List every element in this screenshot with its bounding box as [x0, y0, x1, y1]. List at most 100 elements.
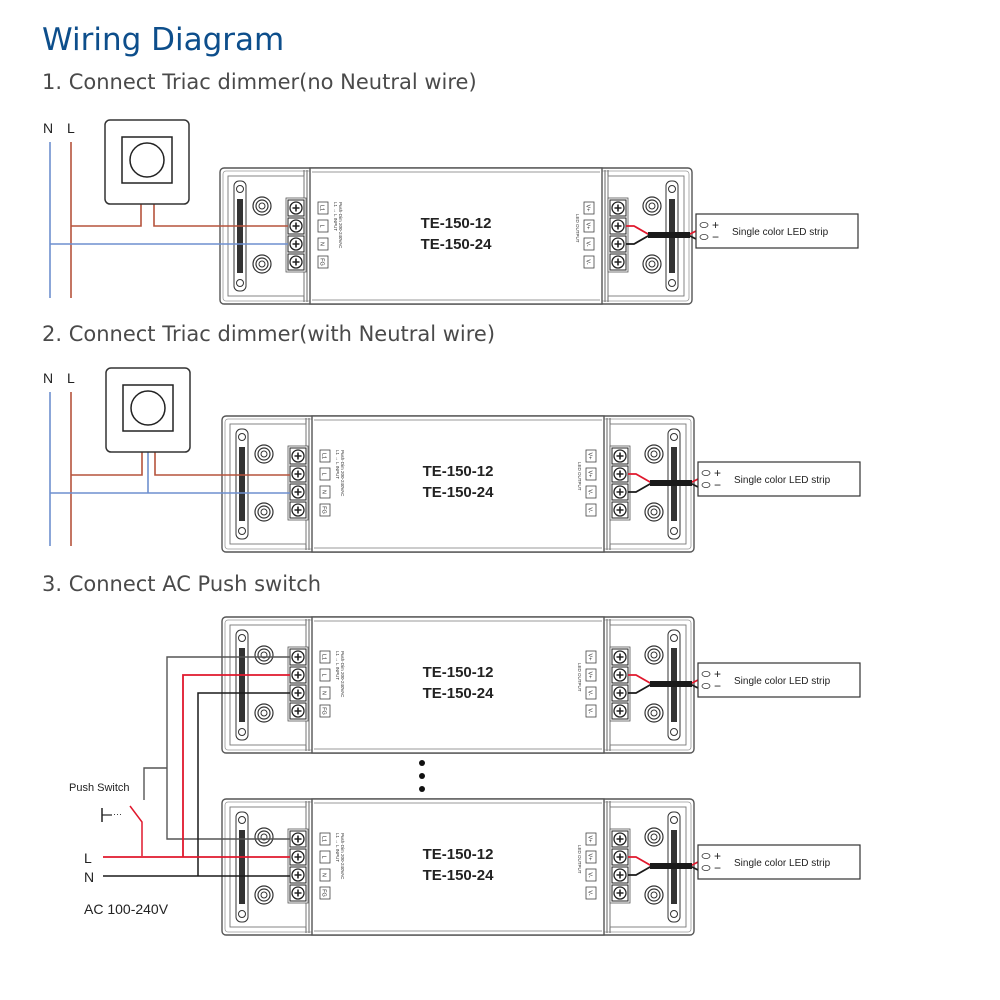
screw-terminal [609, 217, 627, 235]
output-cable-bundle [650, 863, 692, 869]
screw-terminal [289, 684, 307, 702]
driver-body [311, 616, 605, 754]
input-terminal-label: L [321, 673, 327, 676]
output-cable-bundle [650, 681, 692, 687]
screw-terminal [611, 666, 629, 684]
screw-terminal [289, 666, 307, 684]
bolt [644, 645, 664, 665]
input-terminal-label-box [317, 255, 329, 269]
screw-terminal [289, 830, 307, 848]
screw-terminal [611, 465, 629, 483]
output-terminal-label: V+ [587, 854, 593, 861]
triac-dimmer [105, 367, 191, 453]
input-terminal-label-box [319, 485, 331, 499]
screw-terminal [289, 648, 307, 666]
screw-terminal [289, 447, 307, 465]
output-terminal-label-box [583, 237, 595, 251]
input-terminal-label-box [319, 832, 331, 846]
positive-sign: + [712, 218, 719, 232]
positive-sign: + [714, 466, 721, 480]
bolt [252, 254, 272, 274]
input-terminal-label: L1 [321, 654, 327, 660]
negative-sign: − [714, 679, 721, 693]
input-terminal-label-box [319, 503, 331, 517]
led-strip-box [697, 662, 861, 698]
mounting-clip [235, 811, 249, 923]
input-terminal-label-box [319, 467, 331, 481]
model-number: TE-150-24 [423, 867, 495, 884]
output-terminal-label: V+ [587, 672, 593, 679]
bolt [254, 885, 274, 905]
led-strip-label: Single color LED strip [732, 227, 829, 238]
output-cable-bundle [648, 232, 690, 238]
output-terminal-label: V- [587, 507, 593, 512]
output-caption: LED OUTPUT [575, 214, 580, 243]
input-terminal-label: N [321, 691, 327, 695]
neutral-label: N [43, 370, 53, 386]
output-terminal-label: V- [587, 890, 593, 895]
output-terminal-label-box [585, 485, 597, 499]
input-terminal-label-box [319, 650, 331, 664]
screw-terminal [287, 235, 305, 253]
connector-pin [701, 481, 711, 488]
connector-pin [699, 233, 709, 240]
output-terminal-label-box [585, 467, 597, 481]
positive-sign: + [714, 849, 721, 863]
bolt [642, 254, 662, 274]
output-terminal-label: V+ [587, 453, 593, 460]
input-terminal-label: N [319, 242, 325, 246]
screw-terminal [287, 217, 305, 235]
section-1-heading: 1. Connect Triac dimmer(no Neutral wire) [42, 70, 477, 94]
input-caption: L1 → L INPUT [335, 833, 340, 862]
input-terminal-label: FG [319, 258, 325, 266]
output-caption: LED OUTPUT [577, 663, 582, 692]
screw-terminal [611, 483, 629, 501]
output-caption: LED OUTPUT [577, 845, 582, 874]
output-terminal-label-box [585, 868, 597, 882]
continuation-dot [419, 773, 425, 779]
output-terminal-label: V- [585, 259, 591, 264]
model-number: TE-150-12 [423, 463, 494, 480]
input-terminal-label: FG [321, 506, 327, 514]
output-terminal-label-box [585, 650, 597, 664]
bolt [644, 444, 664, 464]
input-caption: Push-Dim 200-240VAC [338, 202, 343, 249]
output-terminal-label: V+ [585, 223, 591, 230]
input-caption: L1 → L INPUT [335, 651, 340, 680]
negative-sign: − [712, 230, 719, 244]
dimmer-input-wire [71, 204, 142, 227]
led-strip-box [697, 461, 861, 497]
dimmer-input-wire [71, 452, 143, 476]
screw-terminal [611, 648, 629, 666]
output-terminal-label: V+ [587, 654, 593, 661]
input-caption: Push-Dim 200-240VAC [340, 651, 345, 698]
output-terminal-label-box [585, 704, 597, 718]
negative-sign: − [714, 861, 721, 875]
switch-wire [143, 767, 167, 800]
output-cable-bundle [650, 480, 692, 486]
screw-terminal [289, 848, 307, 866]
neutral-label: N [43, 120, 53, 136]
supply-voltage-label: AC 100-240V [84, 901, 169, 917]
driver-body [311, 415, 605, 553]
screw-terminal [611, 884, 629, 902]
page-title: Wiring Diagram [42, 22, 285, 58]
input-terminal-label: L1 [321, 836, 327, 842]
input-terminal-label: L [319, 224, 325, 227]
screw-terminal [611, 447, 629, 465]
model-number: TE-150-24 [421, 236, 493, 253]
driver-body [309, 167, 603, 305]
bolt [644, 502, 664, 522]
dimmer-output-wire [153, 204, 288, 227]
output-terminal-label-box [583, 201, 595, 215]
model-number: TE-150-12 [423, 846, 494, 863]
screw-terminal [289, 501, 307, 519]
input-terminal-label-box [319, 449, 331, 463]
input-caption: L1 → L INPUT [333, 202, 338, 231]
continuation-dot [419, 786, 425, 792]
mounting-clip [235, 629, 249, 741]
model-number: TE-150-12 [423, 664, 494, 681]
connector-pin [701, 865, 711, 872]
screw-terminal [611, 866, 629, 884]
